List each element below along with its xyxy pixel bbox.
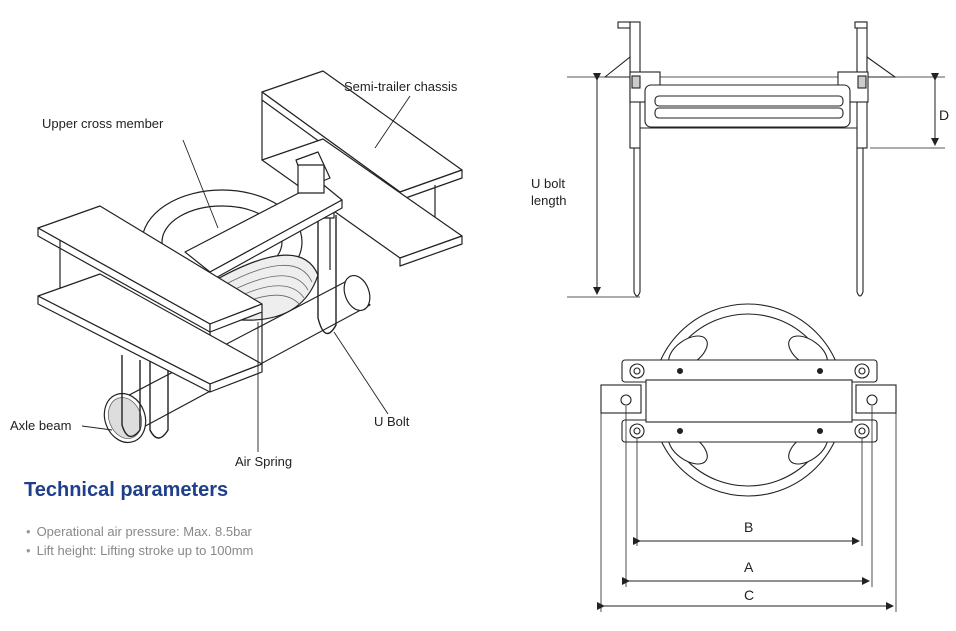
dim-label-a: A (744, 559, 754, 575)
dim-label-c: C (744, 587, 754, 603)
label-axle-beam: Axle beam (10, 418, 71, 433)
dimension-u-bolt-length (567, 73, 640, 298)
isometric-assembly (37, 70, 463, 444)
label-upper-cross-member: Upper cross member (42, 116, 164, 131)
dim-label-b: B (744, 519, 753, 535)
u-bolt-right (317, 215, 337, 335)
label-air-spring: Air Spring (235, 454, 292, 469)
technical-parameters-heading: Technical parameters (24, 479, 229, 501)
label-semi-trailer-chassis: Semi-trailer chassis (344, 79, 458, 94)
technical-parameters-list: Operational air pressure: Max. 8.5bar Li… (26, 522, 254, 560)
top-view-drawing (600, 303, 897, 612)
leader-lines (81, 95, 411, 452)
param-air-pressure: Operational air pressure: Max. 8.5bar (26, 522, 253, 541)
dim-label-d: D (939, 107, 949, 123)
label-u-bolt-length-1: U bolt (531, 176, 565, 191)
label-u-bolt: U Bolt (374, 414, 410, 429)
label-u-bolt-length-2: length (531, 193, 566, 208)
u-bolt-left (121, 355, 141, 438)
side-view-drawing (567, 21, 945, 297)
upper-cross-member (184, 151, 343, 281)
param-lift-height: Lift height: Lifting stroke up to 100mm (26, 541, 254, 560)
front-i-beam (37, 205, 263, 393)
